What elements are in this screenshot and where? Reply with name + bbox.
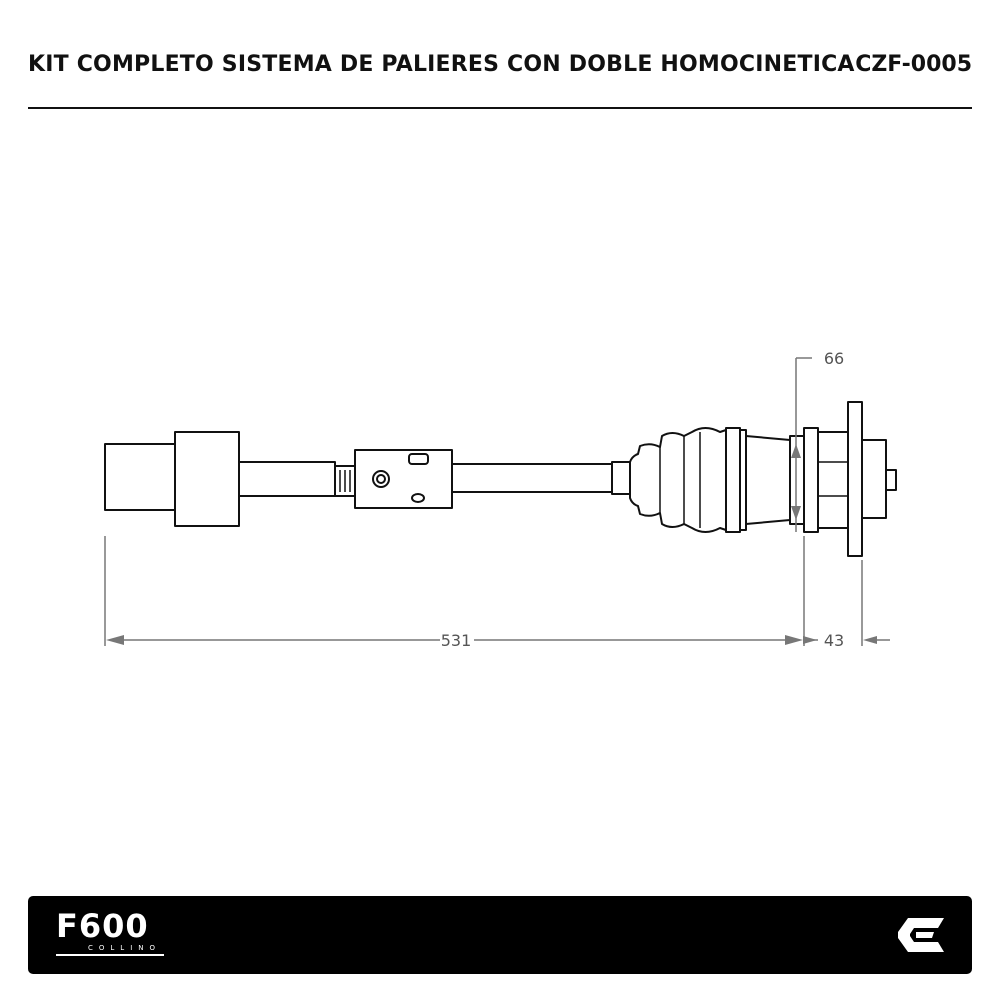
wheel-flange [847,401,863,557]
dim-label-length: 531 [441,631,472,650]
cv-boot [629,427,727,533]
outer-cv-bell [817,431,849,529]
slide-coupling [354,449,453,509]
main-shaft [451,463,613,493]
inner-cv-cup [104,443,176,511]
hub-stud [885,469,897,491]
brand-subtitle: COLLINO [88,944,162,952]
product-code: CZF-0005 [855,52,972,77]
coupling-hole [411,493,425,503]
inner-cv-housing [174,431,240,527]
brand-logo: F600 [56,907,149,945]
coupling-slot [408,453,429,465]
boot-clamp [725,427,741,533]
c-logo-icon [898,918,944,952]
boot-cone [745,435,791,525]
header-divider [28,107,972,109]
brand-underline [56,954,164,956]
shaft-collar [611,461,631,495]
stub-shaft [238,461,336,497]
hub-nut [861,439,887,519]
dim-label-offset: 43 [824,631,844,650]
dim-label-diameter: 66 [824,349,844,368]
outer-cv-ring [803,427,819,533]
page-title: KIT COMPLETO SISTEMA DE PALIERES CON DOB… [28,52,855,77]
footer-bar: F600 COLLINO [28,896,972,974]
